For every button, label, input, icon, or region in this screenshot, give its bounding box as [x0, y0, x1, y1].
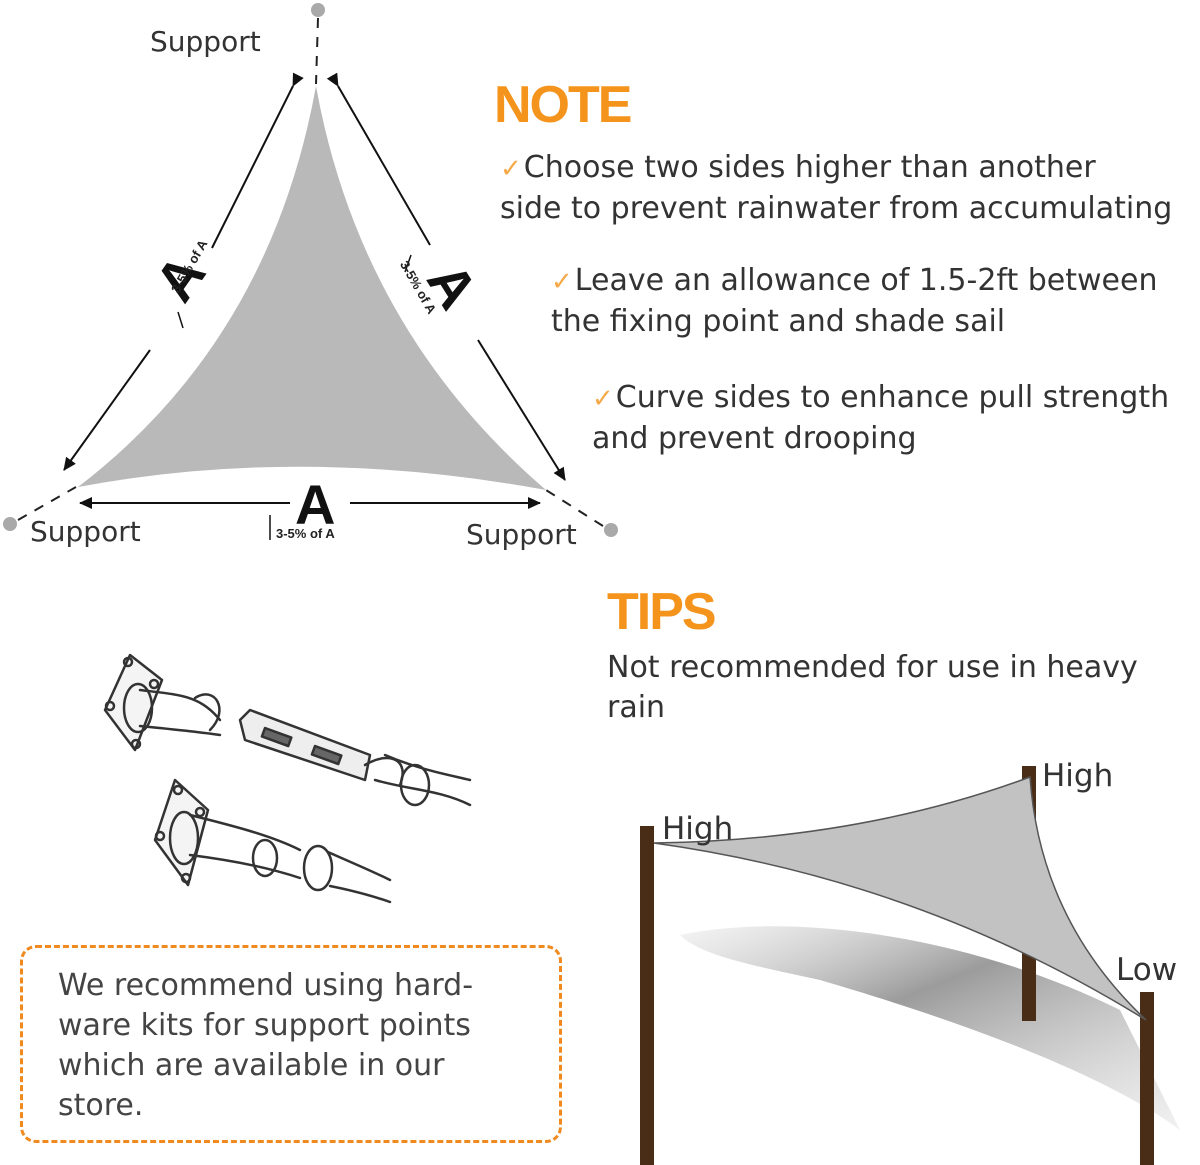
- pad-eye-plate-lower: [153, 778, 210, 887]
- pad-eye-plate-upper: [103, 653, 164, 752]
- tips-line1: Not recommended for use in heavy: [607, 650, 1138, 685]
- tips-line2: rain: [607, 690, 666, 725]
- checkmark-icon: ✓: [551, 267, 573, 297]
- triangle-shade-diagram: [3, 3, 618, 540]
- note-item-2-line1: Leave an allowance of 1.5-2ft between: [574, 263, 1158, 298]
- note-item-2-line2: the fixing point and shade sail: [551, 304, 1006, 339]
- recommend-line3: which are available in our: [58, 1048, 445, 1083]
- curve-label-bottom: 3-5% of A: [276, 526, 335, 541]
- checkmark-icon: ✓: [592, 384, 614, 414]
- recommend-line1: We recommend using hard-: [58, 968, 474, 1003]
- note-item-2: ✓Leave an allowance of 1.5-2ft between t…: [551, 261, 1157, 342]
- triangle-sail: [78, 86, 546, 490]
- label-high-left: High: [662, 811, 734, 847]
- installation-sail: [653, 775, 1147, 1021]
- support-label-top: Support: [150, 25, 261, 58]
- post-left: [640, 826, 654, 1165]
- recommend-line2: ware kits for support points: [58, 1008, 471, 1043]
- note-item-3: ✓Curve sides to enhance pull strength an…: [592, 378, 1169, 459]
- tips-heading: TIPS: [607, 583, 717, 641]
- note-item-1-line2: side to prevent rainwater from accumulat…: [500, 191, 1173, 226]
- recommend-text: We recommend using hard- ware kits for s…: [58, 966, 473, 1126]
- sail-shadow: [680, 926, 1180, 1130]
- note-item-1-line1: Choose two sides higher than another: [523, 150, 1096, 185]
- label-high-back: High: [1042, 758, 1114, 794]
- label-low: Low: [1116, 952, 1178, 988]
- installation-diagram: [640, 766, 1180, 1165]
- turnbuckle-body: [238, 708, 372, 782]
- post-right: [1140, 992, 1154, 1165]
- note-item-3-line1: Curve sides to enhance pull strength: [615, 380, 1170, 415]
- support-point-right: [604, 523, 618, 537]
- note-heading: NOTE: [494, 76, 632, 134]
- tips-text: Not recommended for use in heavy rain: [607, 648, 1138, 728]
- side-label-bottom: A: [295, 473, 336, 536]
- recommend-callout: [20, 945, 562, 1143]
- support-label-left: Support: [30, 515, 141, 548]
- hardware-kit-illustration: [103, 653, 472, 904]
- support-label-right: Support: [466, 518, 577, 551]
- note-item-1: ✓Choose two sides higher than another si…: [500, 148, 1172, 229]
- note-item-3-line2: and prevent drooping: [592, 421, 917, 456]
- support-point-top: [311, 3, 325, 17]
- checkmark-icon: ✓: [500, 154, 522, 184]
- support-point-left: [3, 517, 17, 531]
- recommend-line4: store.: [58, 1088, 144, 1123]
